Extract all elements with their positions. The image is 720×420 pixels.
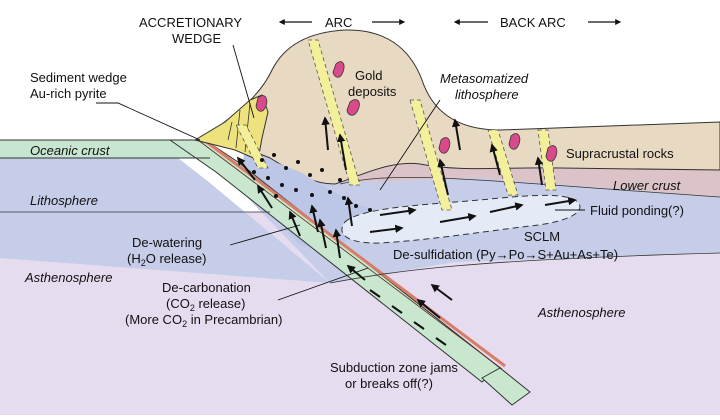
gold-blob-icon (508, 133, 521, 150)
back-arc-label: BACK ARC (500, 15, 566, 30)
fluid-ponding-label: Fluid ponding(?) (590, 203, 684, 218)
gold-blob-icon (255, 95, 268, 112)
sediment-wedge-label-2: Au-rich pyrite (30, 86, 107, 101)
sclm-base-line (329, 252, 720, 284)
ponding-arrows (369, 196, 577, 234)
gold-deposits-label-2: deposits (348, 84, 397, 99)
slab-dashes (369, 289, 447, 346)
slab-up-arrows (346, 264, 453, 319)
metasomatized-label-1: Metasomatized (440, 71, 529, 86)
metasomatized-label-2: lithosphere (455, 87, 519, 102)
gold-blob-icon (438, 137, 451, 154)
dewatering-label-1: De-watering (132, 235, 202, 250)
desulfidation-label: De-sulfidation (Py→Po→S+Au+As+Te) (393, 247, 618, 262)
decarbonation-label-2: (CO2 release) (166, 296, 245, 313)
accretionary-wedge-label-2: WEDGE (172, 31, 221, 46)
gold-deposit-icons (255, 61, 558, 162)
supracrustal-rocks-label: Supracrustal rocks (566, 146, 674, 161)
upper-crust-arc (198, 29, 720, 185)
asthenosphere-left-label: Asthenosphere (24, 270, 112, 285)
slab-top-dark (197, 139, 503, 370)
leader-lines (96, 44, 585, 301)
arc-label: ARC (325, 15, 352, 30)
gold-deposits-label-1: Gold (355, 68, 382, 83)
gold-blob-icon (332, 61, 345, 78)
gold-blob-icon (545, 145, 558, 162)
lower-crust-label: Lower crust (613, 178, 682, 193)
decarbonation-label-1: De-carbonation (162, 280, 251, 295)
decarbonation-label-3: (More CO2 in Precambrian) (125, 312, 282, 329)
lower-crust-line (339, 176, 720, 198)
gold-blob-icon (346, 99, 360, 116)
oceanic-crust-layer (0, 140, 210, 158)
subduction-jams-label-1: Subduction zone jams (330, 360, 458, 375)
oceanic-crust-label: Oceanic crust (30, 143, 111, 158)
dewatering-label-2: (H2O release) (127, 251, 206, 268)
sclm-label: SCLM (524, 229, 560, 244)
subduction-jams-label-2: or breaks off(?) (345, 376, 433, 391)
lithosphere-label: Lithosphere (30, 193, 98, 208)
fluid-dots (252, 153, 372, 212)
lithosphere-left-layer (0, 158, 330, 283)
fluid-arrows (236, 116, 544, 259)
broken-slab-fragment (481, 367, 531, 406)
accretionary-wedge-label-1: ACCRETIONARY (139, 15, 242, 30)
sediment-wedge-label-1: Sediment wedge (30, 70, 127, 85)
asthenosphere-right-label: Asthenosphere (537, 305, 625, 320)
